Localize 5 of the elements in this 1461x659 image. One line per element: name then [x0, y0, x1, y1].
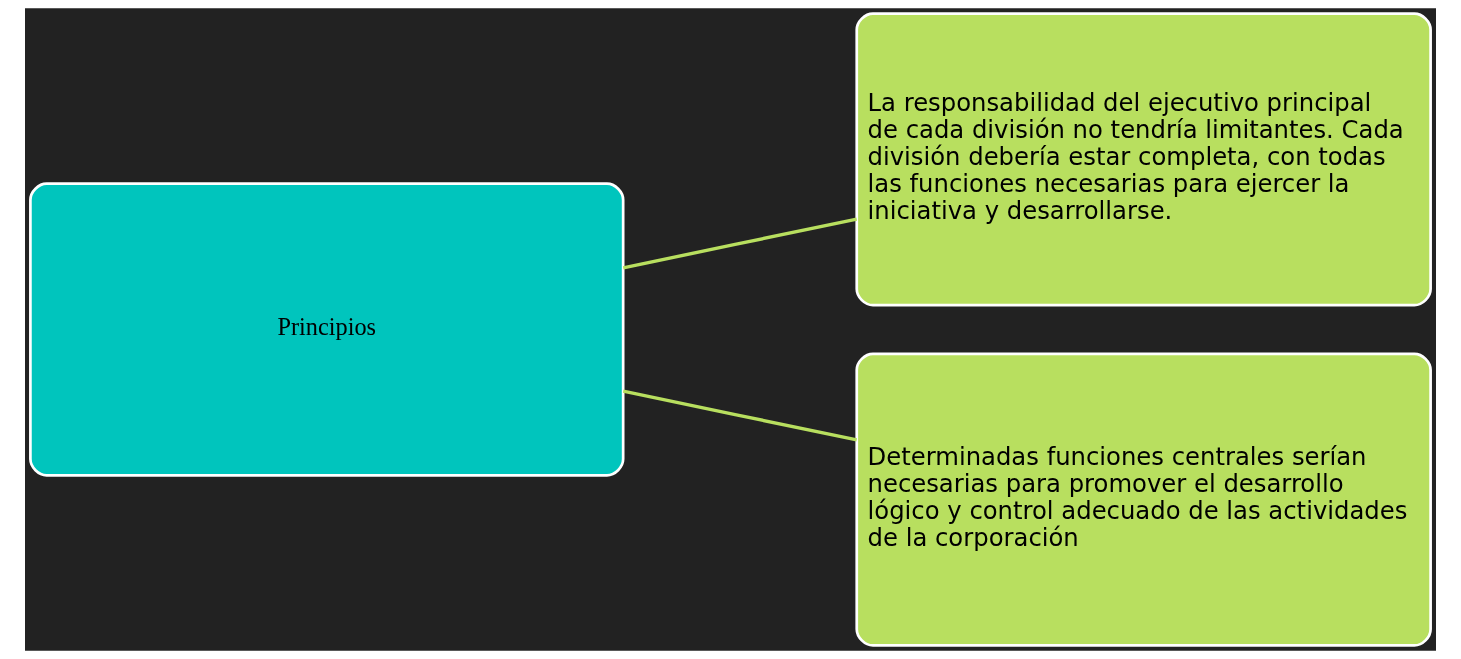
node-box: Principios	[29, 182, 625, 477]
node-box: Determinadas funciones centrales serían necesarias para promover el desarrollo lógico y control adecuado de las actividades de la corporación	[855, 352, 1432, 647]
connector	[622, 389, 858, 442]
connector	[622, 217, 858, 270]
node-box: La responsabilidad del ejecutivo principal de cada división no tendría limitantes. Cada división debería estar completa, con todas las funciones necesarias para ejercer la iniciativa y desarrollarse.	[855, 12, 1432, 307]
